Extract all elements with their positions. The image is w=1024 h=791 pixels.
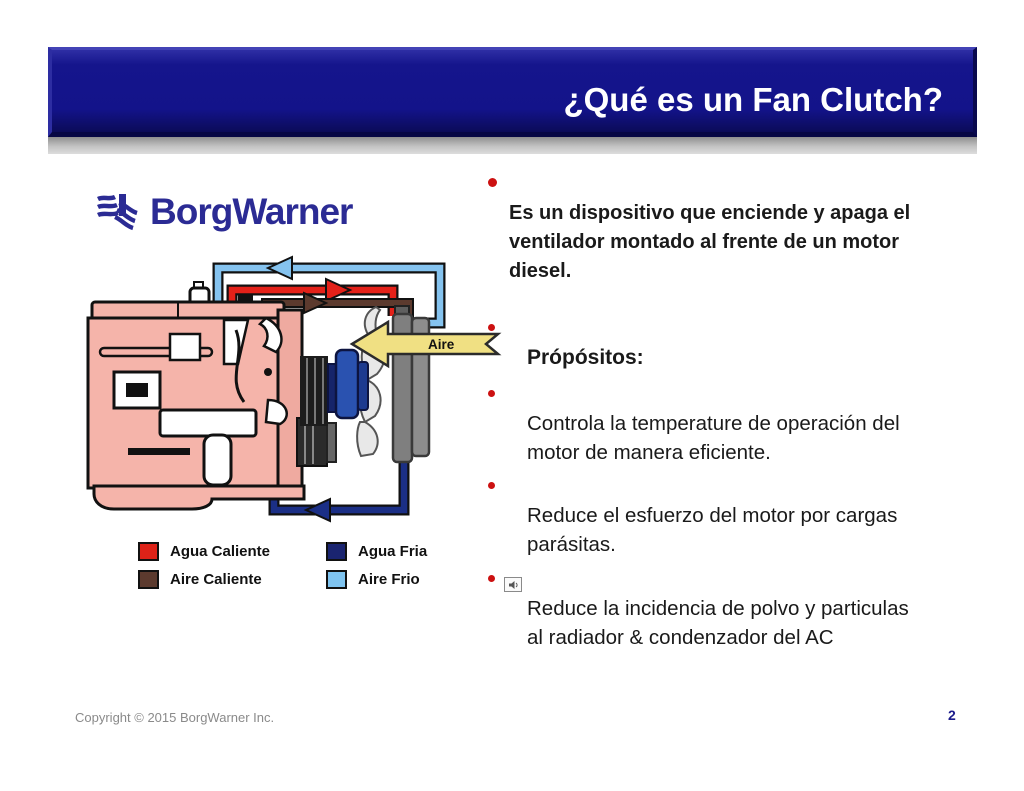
air-arrow-label: Aire: [428, 337, 455, 352]
engine-block: [86, 281, 306, 511]
legend-label: Aire Frio: [358, 571, 420, 588]
bullet-dot-icon: [488, 575, 495, 582]
bullet-item-purpose-heading: Própósitos:: [470, 314, 988, 372]
legend-label: Aire Caliente: [170, 571, 262, 588]
bullet-item: Reduce la incidencia de polvo y particul…: [470, 565, 988, 652]
bullet-text: Reduce la incidencia de polvo y particul…: [527, 597, 909, 649]
bullet-list: Es un dispositivo que enciende y apaga e…: [470, 170, 988, 652]
bullet-dot-icon: [488, 390, 495, 397]
title-bar-shadow: [48, 137, 977, 154]
bullet-text: Própósitos:: [527, 346, 644, 369]
page-title: ¿Qué es un Fan Clutch?: [563, 81, 943, 118]
footer-copyright: Copyright © 2015 BorgWarner Inc.: [75, 710, 275, 725]
bullet-text: Controla la temperature de operación del…: [527, 412, 900, 464]
legend-swatch-aire-caliente: [138, 570, 159, 589]
legend-item-agua-caliente: Agua Caliente: [138, 542, 270, 561]
borgwarner-mark-icon: [97, 194, 138, 231]
radiator: [391, 305, 431, 464]
borgwarner-logo: BorgWarner: [96, 190, 353, 234]
legend-swatch-agua-fria: [326, 542, 347, 561]
borgwarner-logo-text: BorgWarner: [150, 191, 353, 232]
sound-object-icon[interactable]: [504, 577, 522, 592]
legend-item-agua-fria: Agua Fria: [326, 542, 427, 561]
legend-swatch-aire-frio: [326, 570, 347, 589]
legend-swatch-agua-caliente: [138, 542, 159, 561]
page-number: 2: [948, 707, 956, 723]
speaker-icon: [508, 580, 518, 589]
bullet-dot-icon: [488, 324, 495, 331]
pipe-aire-frio: [212, 255, 446, 329]
engine-cooling-diagram: Aire: [86, 255, 502, 523]
bullet-item-intro: Es un dispositivo que enciende y apaga e…: [470, 170, 988, 286]
legend-label: Agua Fria: [358, 543, 428, 560]
legend-item-aire-caliente: Aire Caliente: [138, 570, 262, 589]
fan-clutch: [300, 348, 369, 426]
title-bar: ¿Qué es un Fan Clutch?: [48, 47, 977, 137]
legend-item-aire-frio: Aire Frio: [326, 570, 420, 589]
legend-label: Agua Caliente: [170, 543, 271, 560]
bullet-dot-icon: [488, 178, 497, 187]
bullet-item: Controla la temperature de operación del…: [470, 380, 988, 467]
bullet-item: Reduce el esfuerzo del motor por cargas …: [470, 472, 988, 559]
bullet-text: Es un dispositivo que enciende y apaga e…: [509, 202, 911, 282]
air-flow-arrow: Aire: [349, 319, 502, 369]
bullet-dot-icon: [488, 482, 495, 489]
bullet-text: Reduce el esfuerzo del motor por cargas …: [527, 504, 898, 556]
